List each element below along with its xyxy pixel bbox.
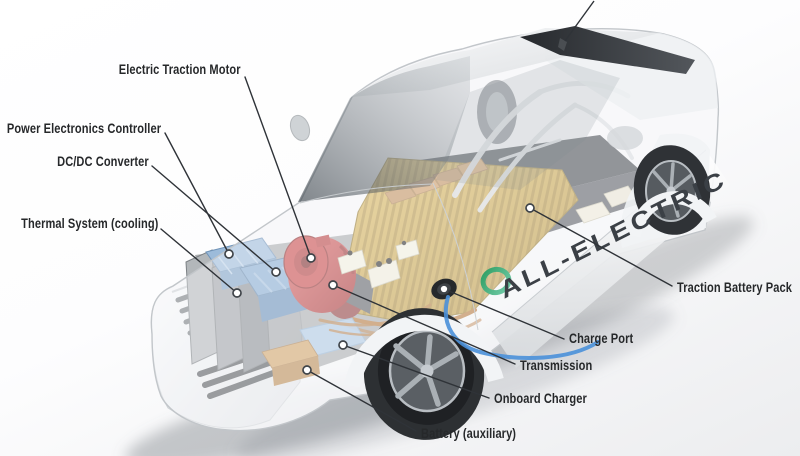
leader-line-battery-auxiliary [306,369,417,432]
reservoir-boxes [337,239,420,289]
callout-dot-charge-port [439,284,449,294]
label-electric-traction-motor: Electric Traction Motor [119,62,241,77]
callout-dots [224,203,535,375]
antenna [558,0,595,51]
leader-line-electric-traction-motor [244,76,312,259]
label-thermal-system-cooling: Thermal System (cooling) [20,216,158,231]
callout-dot-electric-traction-motor [306,253,316,263]
leader-line-antenna [564,0,595,42]
leader-line-thermal-system-cooling [160,228,238,294]
label-dc-dc-converter: DC/DC Converter [57,154,149,169]
label-battery-auxiliary: Battery (auxiliary) [421,426,517,441]
leader-line-transmission [332,284,516,365]
callout-dot-power-electronics-controller [224,249,234,259]
callout-dot-transmission [328,280,338,290]
leader-line-power-electronics-controller [164,132,230,255]
label-charge-port: Charge Port [569,331,634,346]
front-wheel [363,308,485,440]
leader-line-traction-battery-pack [529,207,673,287]
rear-suspension [607,126,643,150]
all-electric-logo-icon [480,266,512,296]
callout-dot-onboard-charger [338,340,348,350]
charging-cable [443,295,600,360]
leader-line-dc-dc-converter [151,165,277,273]
leader-lines [151,76,673,432]
label-traction-battery-pack: Traction Battery Pack [677,280,792,295]
far-front-wheel [477,80,517,144]
label-transmission: Transmission [520,358,593,373]
side-mirror [289,114,311,142]
door-seam [432,182,479,331]
callout-dot-battery-auxiliary [302,365,312,375]
leader-line-charge-port [443,288,565,340]
callout-dot-traction-battery-pack [525,203,535,213]
callout-dot-dc-dc-converter [271,267,281,277]
car-body-shell [150,28,720,432]
label-onboard-charger: Onboard Charger [494,391,587,406]
side-glass [436,60,620,190]
rear-window [520,26,695,74]
rear-fender-arch [627,191,717,238]
callout-dot-thermal-system-cooling [232,288,242,298]
windshield [298,56,470,202]
auxiliary-battery-component [261,339,320,386]
leader-line-onboard-charger [342,344,490,399]
hood-seam [299,183,433,204]
label-power-electronics-controller: Power Electronics Controller [6,121,161,136]
